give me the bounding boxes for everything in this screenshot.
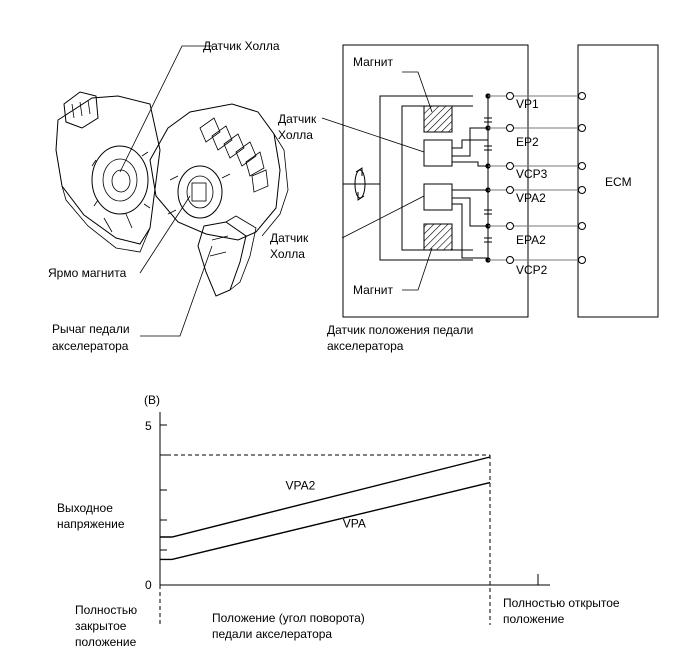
pedal-lever-label-line1: Рычаг педали xyxy=(52,322,130,336)
terminal-label-vpa2: VPA2 xyxy=(516,191,546,205)
pedal-sensor-label-line2: акселератора xyxy=(327,339,404,353)
hall-upper-label-line2: Холла xyxy=(278,128,313,142)
sensor-body-illustration xyxy=(149,103,289,297)
y-tick-0: 0 xyxy=(145,578,152,592)
y-unit-label: (B) xyxy=(144,393,160,407)
hall-upper-label-line1: Датчик xyxy=(278,112,317,126)
magnet-bottom xyxy=(423,223,453,251)
series-label-vpa2: VPA2 xyxy=(286,478,316,492)
ecm-label: ECM xyxy=(605,175,632,189)
hall-sensor-lower xyxy=(423,183,453,211)
x-start-label-line2: закрытое xyxy=(75,619,127,633)
x-start-label-line1: Полностью xyxy=(75,603,137,617)
sensor-cover-illustration xyxy=(55,91,161,253)
x-end-label-line2: положение xyxy=(503,612,565,626)
magnet-yoke-label: Ярмо магнита xyxy=(48,266,127,280)
hall-lower-label-line2: Холла xyxy=(270,247,305,261)
circuit-diagram: ECM xyxy=(321,44,659,318)
pedal-sensor-label-line1: Датчик положения педали xyxy=(327,323,473,337)
terminal-label-epa2: EPA2 xyxy=(516,233,546,247)
x-start-label-line3: положение xyxy=(75,635,137,649)
magnet-label-top: Магнит xyxy=(353,55,394,69)
y-axis-label-line2: напряжение xyxy=(57,517,125,531)
series-line-vpa2 xyxy=(160,456,491,538)
terminal-label-vcp3: VCP3 xyxy=(516,167,548,181)
pedal-sensor-housing xyxy=(342,44,529,318)
terminal-label-vp1: VP1 xyxy=(516,97,539,111)
magnet-top xyxy=(423,105,453,133)
y-tick-5: 5 xyxy=(145,419,152,433)
hall-lower-label-line1: Датчик xyxy=(270,231,309,245)
terminal-label-vcp2: VCP2 xyxy=(516,263,548,277)
series-label-vpa: VPA xyxy=(343,516,366,530)
magnet-label-bottom: Магнит xyxy=(353,283,394,297)
hall-sensor-label-top: Датчик Холла xyxy=(203,39,280,53)
hall-sensor-upper xyxy=(423,139,453,167)
x-end-label-line1: Полностью открытое xyxy=(503,596,620,610)
y-axis-label-line1: Выходное xyxy=(57,501,113,515)
x-axis-label-line2: педали акселератора xyxy=(212,627,332,641)
series-line-vpa xyxy=(160,481,491,561)
x-axis-label-line1: Положение (угол поворота) xyxy=(212,611,365,625)
pedal-lever-label-line2: акселератора xyxy=(52,339,129,353)
terminal-label-ep2: EP2 xyxy=(516,135,539,149)
ecm-box xyxy=(577,44,659,318)
